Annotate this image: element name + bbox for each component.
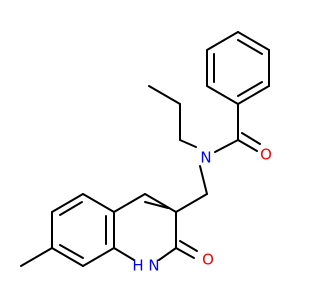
bond-carbonyl	[241, 132, 261, 145]
bond	[237, 85, 270, 105]
bond-inner	[237, 39, 263, 55]
molecule-structure: O N O H N	[20, 31, 272, 275]
bond-inner	[237, 81, 263, 97]
bond	[206, 85, 239, 105]
bond	[51, 247, 84, 267]
carbonyl-oxygen-label: O	[260, 146, 272, 164]
bond-inner	[144, 201, 169, 209]
bond-carbonyl	[237, 139, 258, 152]
lactam-oxygen-label: O	[202, 251, 214, 269]
bond-inner	[59, 201, 83, 216]
bond	[148, 85, 181, 105]
bond	[214, 139, 239, 153]
bond-methyl	[20, 247, 53, 267]
structure-diagram: O N O H N	[20, 31, 272, 275]
ring-nh-label: H N	[132, 257, 159, 275]
benzo-ring	[51, 193, 115, 267]
phenyl-ring	[206, 31, 270, 105]
bond	[237, 31, 270, 51]
bond	[144, 193, 177, 213]
bond	[206, 31, 239, 51]
bond	[51, 193, 84, 213]
bond	[158, 247, 177, 261]
bond	[113, 193, 146, 213]
pyridone-ring	[113, 193, 198, 261]
bond-inner	[59, 244, 84, 259]
bond	[199, 165, 208, 195]
amide-nitrogen-label: N	[200, 149, 211, 167]
bond	[82, 247, 115, 267]
bond	[82, 193, 115, 213]
bond	[113, 247, 135, 261]
bond	[175, 193, 208, 213]
bond-carbonyl	[175, 247, 195, 259]
bond	[179, 139, 197, 148]
bond-carbonyl	[179, 240, 198, 252]
